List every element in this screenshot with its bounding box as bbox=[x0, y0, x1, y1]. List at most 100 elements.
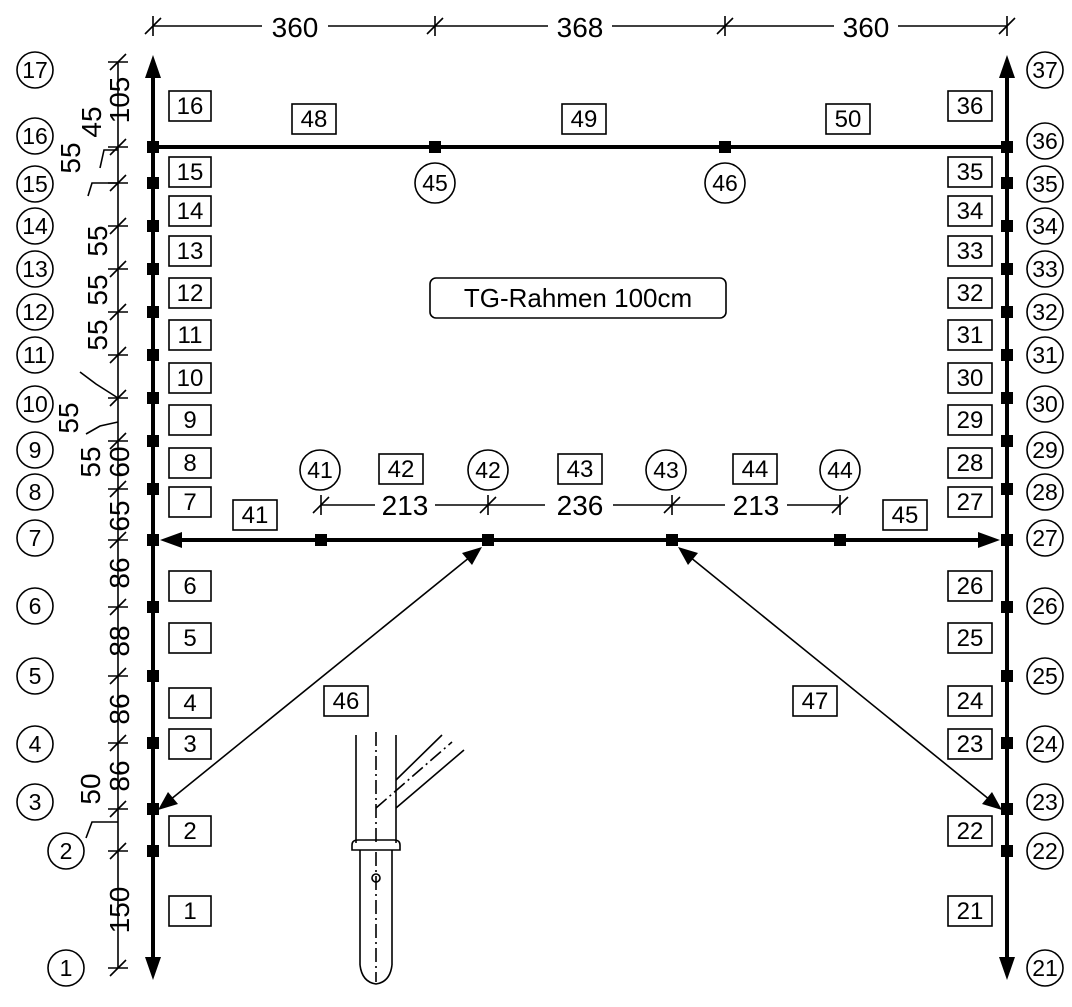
node-label: 4 bbox=[16, 725, 54, 763]
svg-text:47: 47 bbox=[802, 688, 829, 715]
node-label: 5 bbox=[16, 657, 54, 695]
svg-text:24: 24 bbox=[1032, 731, 1058, 757]
svg-text:15: 15 bbox=[177, 159, 204, 186]
node-marker bbox=[147, 670, 159, 682]
node-label: 41 bbox=[299, 449, 341, 491]
svg-text:13: 13 bbox=[22, 256, 48, 282]
svg-text:4: 4 bbox=[29, 731, 42, 757]
member-label: 29 bbox=[947, 404, 993, 436]
svg-text:25: 25 bbox=[1032, 663, 1058, 689]
diagonal-labels: 46 47 bbox=[323, 685, 838, 717]
node-label: 15 bbox=[16, 165, 54, 203]
node-marker bbox=[147, 435, 159, 447]
member-label: 23 bbox=[947, 728, 993, 760]
svg-text:41: 41 bbox=[307, 457, 333, 483]
svg-text:44: 44 bbox=[742, 456, 769, 483]
svg-text:6: 6 bbox=[29, 593, 42, 619]
dimension-tick bbox=[109, 842, 127, 860]
svg-text:17: 17 bbox=[22, 57, 48, 83]
node-marker bbox=[1001, 263, 1013, 275]
dimension-tick bbox=[663, 496, 681, 514]
dimension-tick bbox=[109, 138, 127, 156]
node-marker bbox=[482, 534, 494, 546]
dimension-tick bbox=[109, 959, 127, 977]
svg-text:29: 29 bbox=[957, 407, 984, 434]
node-marker bbox=[1001, 601, 1013, 613]
left-dimension: 88 bbox=[104, 625, 135, 656]
node-label: 22 bbox=[1026, 832, 1064, 870]
node-marker bbox=[147, 534, 159, 546]
svg-text:46: 46 bbox=[712, 170, 738, 196]
left-dimension: 50 bbox=[75, 773, 106, 804]
svg-text:22: 22 bbox=[957, 818, 984, 845]
dimension-tick bbox=[109, 260, 127, 278]
svg-text:43: 43 bbox=[653, 457, 679, 483]
right-post-top-arrow bbox=[999, 55, 1015, 78]
node-label: 17 bbox=[16, 51, 54, 89]
member-label: 15 bbox=[168, 156, 212, 188]
member-label: 33 bbox=[947, 235, 993, 267]
top-beam-labels: 48 49 50 45 46 bbox=[291, 103, 871, 204]
node-marker bbox=[147, 803, 159, 815]
node-marker bbox=[147, 349, 159, 361]
svg-text:34: 34 bbox=[957, 198, 984, 225]
node-label: 33 bbox=[1026, 250, 1064, 288]
svg-text:6: 6 bbox=[183, 573, 196, 600]
member-label: 16 bbox=[168, 90, 212, 122]
svg-text:10: 10 bbox=[22, 391, 48, 417]
node-marker bbox=[834, 534, 846, 546]
dimension-leader bbox=[99, 149, 118, 169]
node-label: 26 bbox=[1026, 587, 1064, 625]
left-post-bottom-arrow bbox=[145, 957, 161, 980]
node-label: 12 bbox=[16, 293, 54, 331]
node-label: 36 bbox=[1026, 122, 1064, 160]
dimension-tick bbox=[109, 53, 127, 71]
member-label: 9 bbox=[168, 404, 212, 436]
svg-text:48: 48 bbox=[301, 106, 328, 133]
svg-text:13: 13 bbox=[177, 238, 204, 265]
svg-text:34: 34 bbox=[1032, 213, 1058, 239]
member-label: 5 bbox=[168, 622, 212, 654]
left-dimension-chain: 105 45 55 55 55 55 55 55 60 65 86 88 86 … bbox=[53, 53, 135, 977]
svg-text:7: 7 bbox=[183, 489, 196, 516]
node-marker bbox=[147, 392, 159, 404]
dimension-tick bbox=[109, 432, 127, 450]
svg-text:2: 2 bbox=[60, 838, 73, 864]
member-label: 30 bbox=[947, 362, 993, 394]
node-label: 32 bbox=[1026, 293, 1064, 331]
member-label: 13 bbox=[168, 235, 212, 267]
dimension-tick bbox=[426, 17, 444, 35]
node-marker bbox=[719, 141, 731, 153]
mid-beam-right-arrow bbox=[978, 532, 1000, 548]
dimension-tick bbox=[479, 496, 497, 514]
dimension-tick bbox=[998, 17, 1016, 35]
svg-text:30: 30 bbox=[957, 365, 984, 392]
inner-dimension: 213 bbox=[382, 490, 429, 521]
svg-text:46: 46 bbox=[333, 688, 360, 715]
svg-text:11: 11 bbox=[23, 342, 47, 368]
member-label: 42 bbox=[378, 453, 424, 485]
member-label: 11 bbox=[168, 319, 212, 351]
detail-line bbox=[395, 734, 443, 781]
left-dimension: 150 bbox=[104, 887, 135, 934]
node-marker bbox=[147, 601, 159, 613]
svg-text:11: 11 bbox=[178, 322, 203, 349]
left-dimension: 86 bbox=[104, 760, 135, 791]
top-dimension-chain: 360 368 360 bbox=[144, 12, 1016, 43]
node-label: 46 bbox=[704, 162, 746, 204]
node-marker bbox=[1001, 392, 1013, 404]
member-label: 44 bbox=[732, 453, 778, 485]
inner-dimension: 236 bbox=[557, 490, 604, 521]
svg-text:2: 2 bbox=[183, 818, 196, 845]
left-dimension: 105 bbox=[104, 77, 135, 124]
dimension-leader bbox=[87, 182, 118, 197]
node-marker bbox=[1001, 141, 1013, 153]
dimension-tick bbox=[109, 303, 127, 321]
dimension-tick bbox=[109, 480, 127, 498]
svg-text:25: 25 bbox=[957, 625, 984, 652]
member-label: 45 bbox=[882, 499, 928, 531]
node-label: 43 bbox=[645, 449, 687, 491]
svg-text:28: 28 bbox=[1032, 479, 1058, 505]
node-label: 8 bbox=[16, 473, 54, 511]
